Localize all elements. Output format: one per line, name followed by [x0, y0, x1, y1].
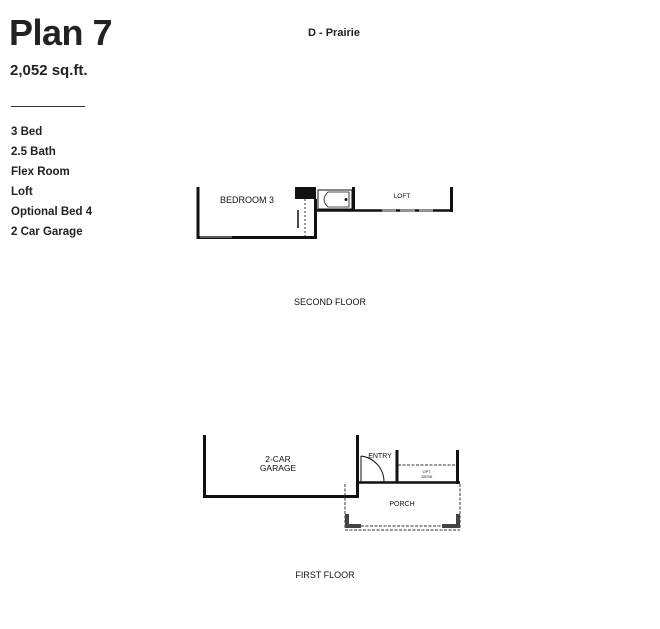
- feature-list: 3 Bed 2.5 Bath Flex Room Loft Optional B…: [11, 124, 92, 244]
- second-floor-plan: BEDROOM 3 LOFT: [196, 187, 453, 239]
- room-label-entry: ENTRY: [368, 453, 392, 460]
- room-label-desk-2: DESK: [422, 474, 433, 479]
- room-label-garage-2: GARAGE: [260, 463, 297, 473]
- room-label-porch: PORCH: [389, 501, 414, 508]
- first-floor-label: FIRST FLOOR: [295, 570, 355, 580]
- room-label-bedroom3: BEDROOM 3: [220, 195, 274, 205]
- divider: [11, 106, 85, 107]
- feature-item: Flex Room: [11, 166, 70, 178]
- feature-item: 3 Bed: [11, 126, 43, 138]
- feature-item: Optional Bed 4: [11, 206, 93, 218]
- second-floor-label: SECOND FLOOR: [294, 297, 367, 307]
- first-floor-plan: 2-CAR GARAGE ENTRY OPT. DESK PORCH: [203, 435, 461, 531]
- elevation-label: D - Prairie: [308, 27, 360, 39]
- feature-item: Loft: [11, 186, 33, 198]
- room-label-garage: 2-CAR: [265, 454, 291, 464]
- feature-item: 2 Car Garage: [11, 226, 83, 238]
- room-label-loft: LOFT: [394, 193, 411, 200]
- feature-item: 2.5 Bath: [11, 146, 56, 158]
- room-label-desk: OPT.: [423, 469, 432, 474]
- square-footage: 2,052 sq.ft.: [10, 62, 88, 79]
- plan-title: Plan 7: [9, 12, 113, 53]
